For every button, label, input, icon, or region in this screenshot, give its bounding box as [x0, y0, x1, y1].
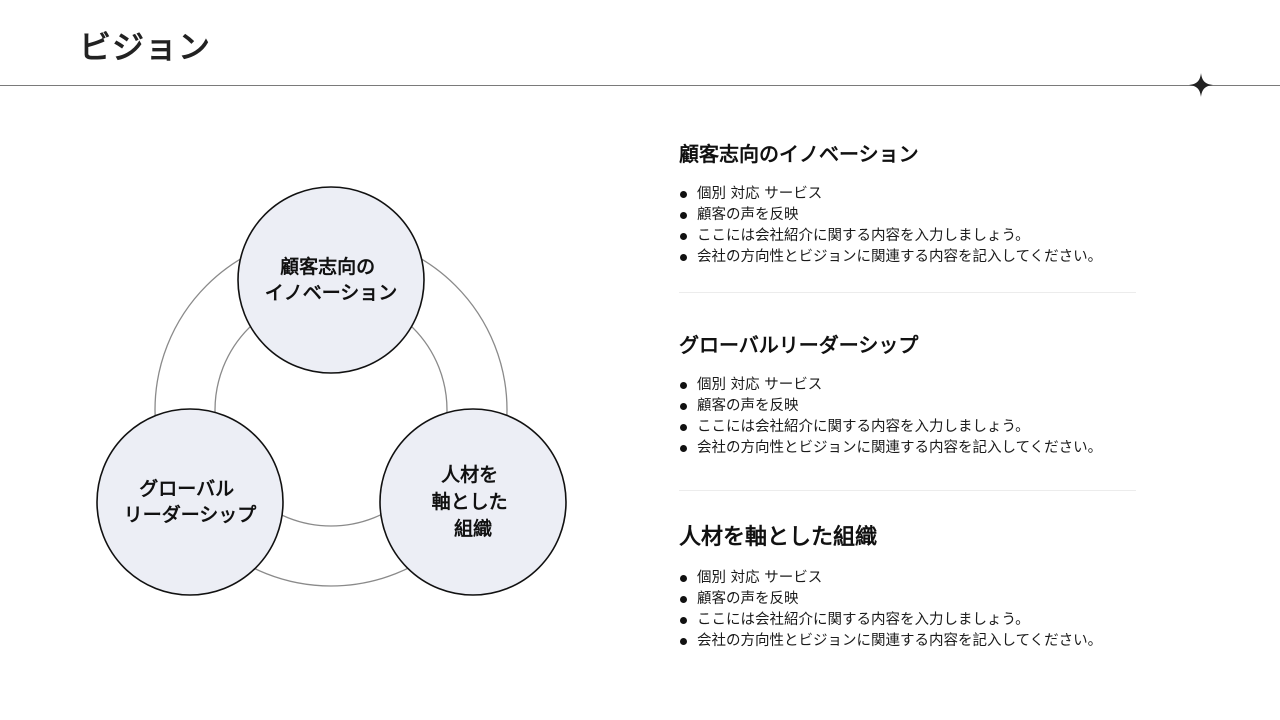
node-top[interactable]: 顧客志向の イノベーション: [237, 186, 425, 374]
list-item: 会社の方向性とビジョンに関連する内容を記入してください。: [679, 631, 1136, 652]
list-item: ここには会社紹介に関する内容を入力しましょう。: [679, 226, 1136, 247]
node-right[interactable]: 人材を 軸とした 組織: [379, 408, 567, 596]
list-item: 会社の方向性とビジョンに関連する内容を記入してください。: [679, 438, 1136, 459]
list-item: 顧客の声を反映: [679, 589, 1136, 610]
svg-text:顧客志向の イノベーション: 顧客志向の イノベーション: [265, 255, 398, 304]
section-customer-innovation: 顧客志向のイノベーション 個別 対応 サービス 顧客の声を反映 ここには会社紹介…: [679, 141, 1136, 268]
list-item: 顧客の声を反映: [679, 205, 1136, 226]
node-left-line-2: リーダーシップ: [124, 503, 258, 526]
node-left-line-1: グローバル: [139, 477, 234, 500]
node-circle-right: [379, 408, 567, 596]
node-right-line-3: 組織: [454, 517, 492, 540]
header-divider: [0, 85, 1280, 86]
section-people-organization: 人材を軸とした組織 個別 対応 サービス 顧客の声を反映 ここには会社紹介に関す…: [679, 525, 1136, 652]
section-title: 人材を軸とした組織: [679, 525, 878, 550]
node-right-line-2: 軸とした: [432, 490, 508, 513]
section-title: 顧客志向のイノベーション: [679, 142, 919, 166]
node-circle-top: [237, 186, 425, 374]
node-right-line-1: 人材を: [441, 463, 498, 486]
bullet-list: 個別 対応 サービス 顧客の声を反映 ここには会社紹介に関する内容を入力しましょ…: [679, 568, 1136, 652]
list-item: 会社の方向性とビジョンに関連する内容を記入してください。: [679, 247, 1136, 268]
list-item: ここには会社紹介に関する内容を入力しましょう。: [679, 610, 1136, 631]
sparkle-icon: [1189, 73, 1213, 97]
section-divider: [679, 490, 1136, 491]
page-title: ビジョン: [79, 28, 212, 66]
node-top-line-2: イノベーション: [265, 282, 398, 304]
node-circle-left: [96, 408, 284, 596]
cycle-diagram: 顧客志向の イノベーション グローバル リーダーシップ 人材を 軸とした 組織: [96, 186, 567, 596]
list-item: 顧客の声を反映: [679, 396, 1136, 417]
list-item: 個別 対応 サービス: [679, 568, 1136, 589]
node-top-line-1: 顧客志向の: [280, 255, 375, 278]
node-left[interactable]: グローバル リーダーシップ: [96, 408, 284, 596]
list-item: 個別 対応 サービス: [679, 184, 1136, 205]
bullet-list: 個別 対応 サービス 顧客の声を反映 ここには会社紹介に関する内容を入力しましょ…: [679, 184, 1136, 268]
section-divider: [679, 292, 1136, 293]
section-title: グローバルリーダーシップ: [679, 333, 919, 357]
svg-text:グローバル リーダーシップ: グローバル リーダーシップ: [124, 477, 258, 526]
section-global-leadership: グローバルリーダーシップ 個別 対応 サービス 顧客の声を反映 ここには会社紹介…: [679, 332, 1136, 459]
list-item: ここには会社紹介に関する内容を入力しましょう。: [679, 417, 1136, 438]
svg-text:人材を 軸とした 組織: 人材を 軸とした 組織: [432, 463, 515, 540]
list-item: 個別 対応 サービス: [679, 375, 1136, 396]
bullet-list: 個別 対応 サービス 顧客の声を反映 ここには会社紹介に関する内容を入力しましょ…: [679, 375, 1136, 459]
